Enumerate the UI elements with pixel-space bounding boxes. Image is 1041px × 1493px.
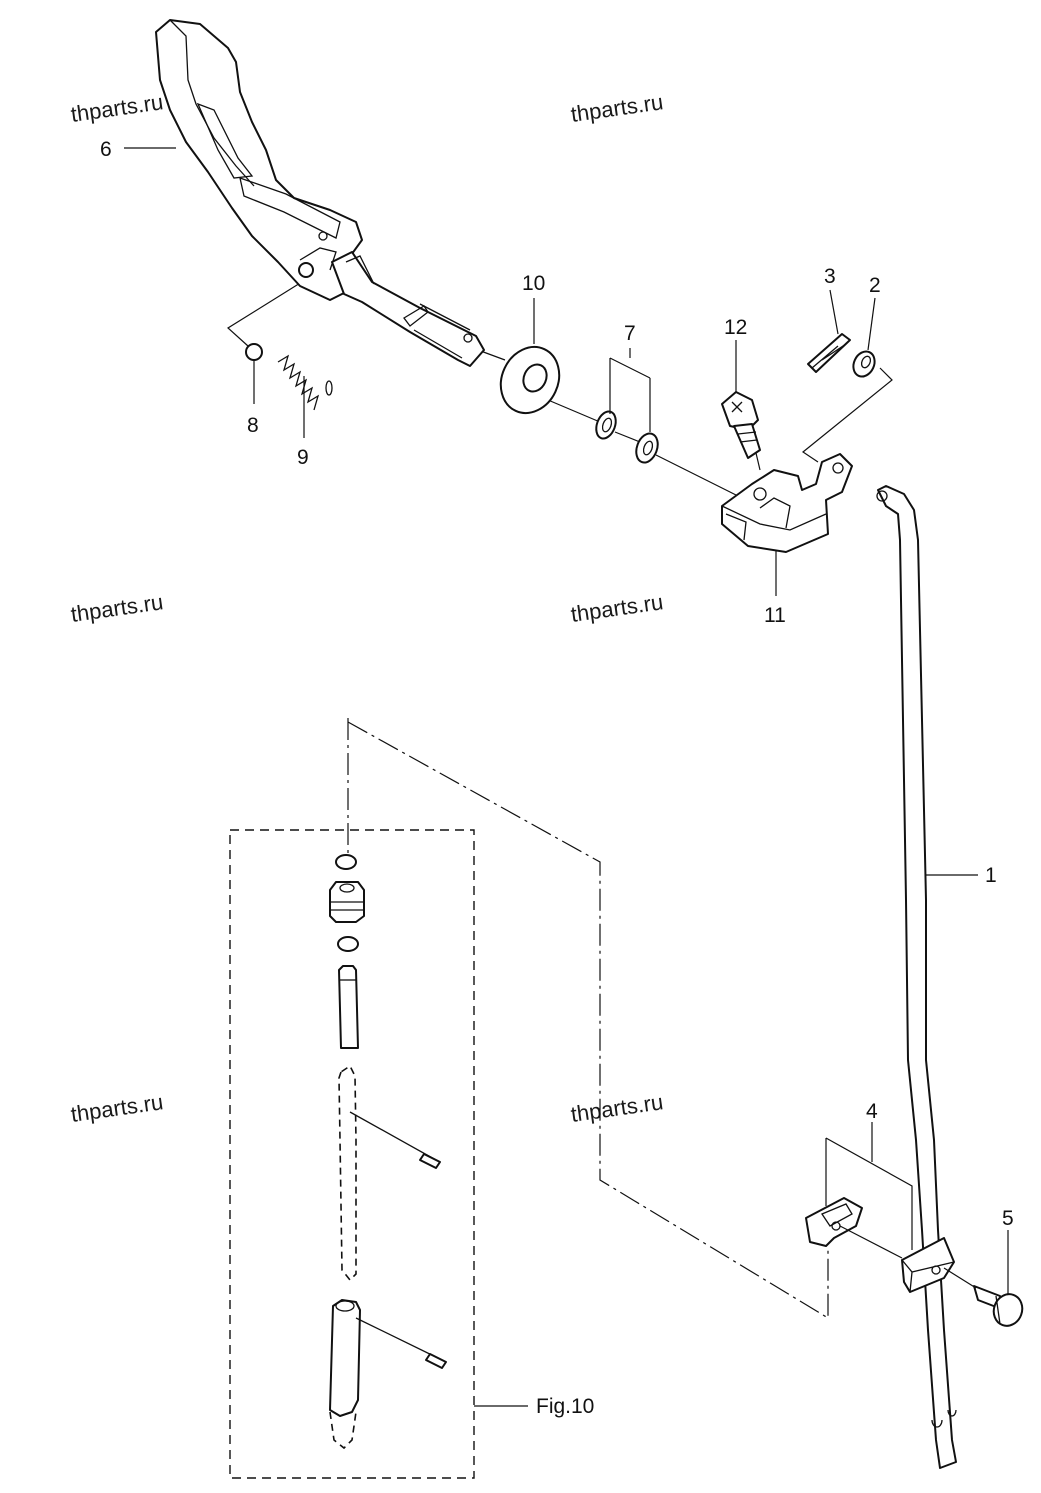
shift-bracket (721, 453, 853, 553)
set-bolt (721, 391, 761, 459)
watermark-6: thparts.ru (569, 1089, 665, 1127)
watermark-1: thparts.ru (69, 89, 165, 127)
watermark-5: thparts.ru (69, 1089, 165, 1127)
fig10-reference-box (229, 829, 475, 1479)
watermarks: thparts.ru thparts.ru thparts.ru thparts… (69, 89, 665, 1127)
callout-2: 2 (869, 274, 881, 297)
fig10-components (329, 854, 447, 1450)
clamp-axis-line (839, 1225, 977, 1289)
watermark-2: thparts.ru (569, 89, 665, 127)
watermark-3: thparts.ru (69, 589, 165, 627)
callout-7: 7 (624, 322, 636, 345)
leader-2 (867, 297, 876, 351)
leader-3 (829, 289, 839, 335)
watermark-4: thparts.ru (569, 589, 665, 627)
cotter-pin (807, 333, 851, 373)
callout-5: 5 (1002, 1207, 1014, 1230)
callout-10: 10 (522, 272, 545, 295)
callout-1: 1 (985, 864, 997, 887)
leader-4 (825, 1122, 913, 1250)
clamp-bolt (973, 1285, 1024, 1327)
leader-7 (609, 348, 651, 432)
callout-leaders (124, 147, 1009, 1407)
rod-clamp (805, 1197, 955, 1293)
shift-rod (876, 485, 957, 1469)
assembly-axis-line (477, 349, 739, 497)
callout-4: 4 (866, 1100, 878, 1123)
callout-3: 3 (824, 265, 836, 288)
small-washers (595, 410, 659, 464)
pin-axis-line (227, 279, 306, 347)
callout-11: 11 (764, 604, 786, 627)
phantom-reference-line (347, 718, 829, 1320)
callout-fig10: Fig.10 (536, 1395, 594, 1418)
callout-12: 12 (724, 316, 747, 339)
callout-6: 6 (100, 138, 112, 161)
callout-labels: 1 2 3 4 5 6 7 8 9 10 11 12 Fig.10 (100, 138, 1014, 1418)
detent-ball (245, 343, 263, 361)
pin-washer (852, 350, 876, 378)
callout-9: 9 (297, 446, 309, 469)
detent-spring (277, 354, 333, 411)
flat-washer (499, 345, 561, 415)
clip-axis-line (801, 367, 893, 463)
callout-8: 8 (247, 414, 259, 437)
control-lever (155, 19, 485, 367)
